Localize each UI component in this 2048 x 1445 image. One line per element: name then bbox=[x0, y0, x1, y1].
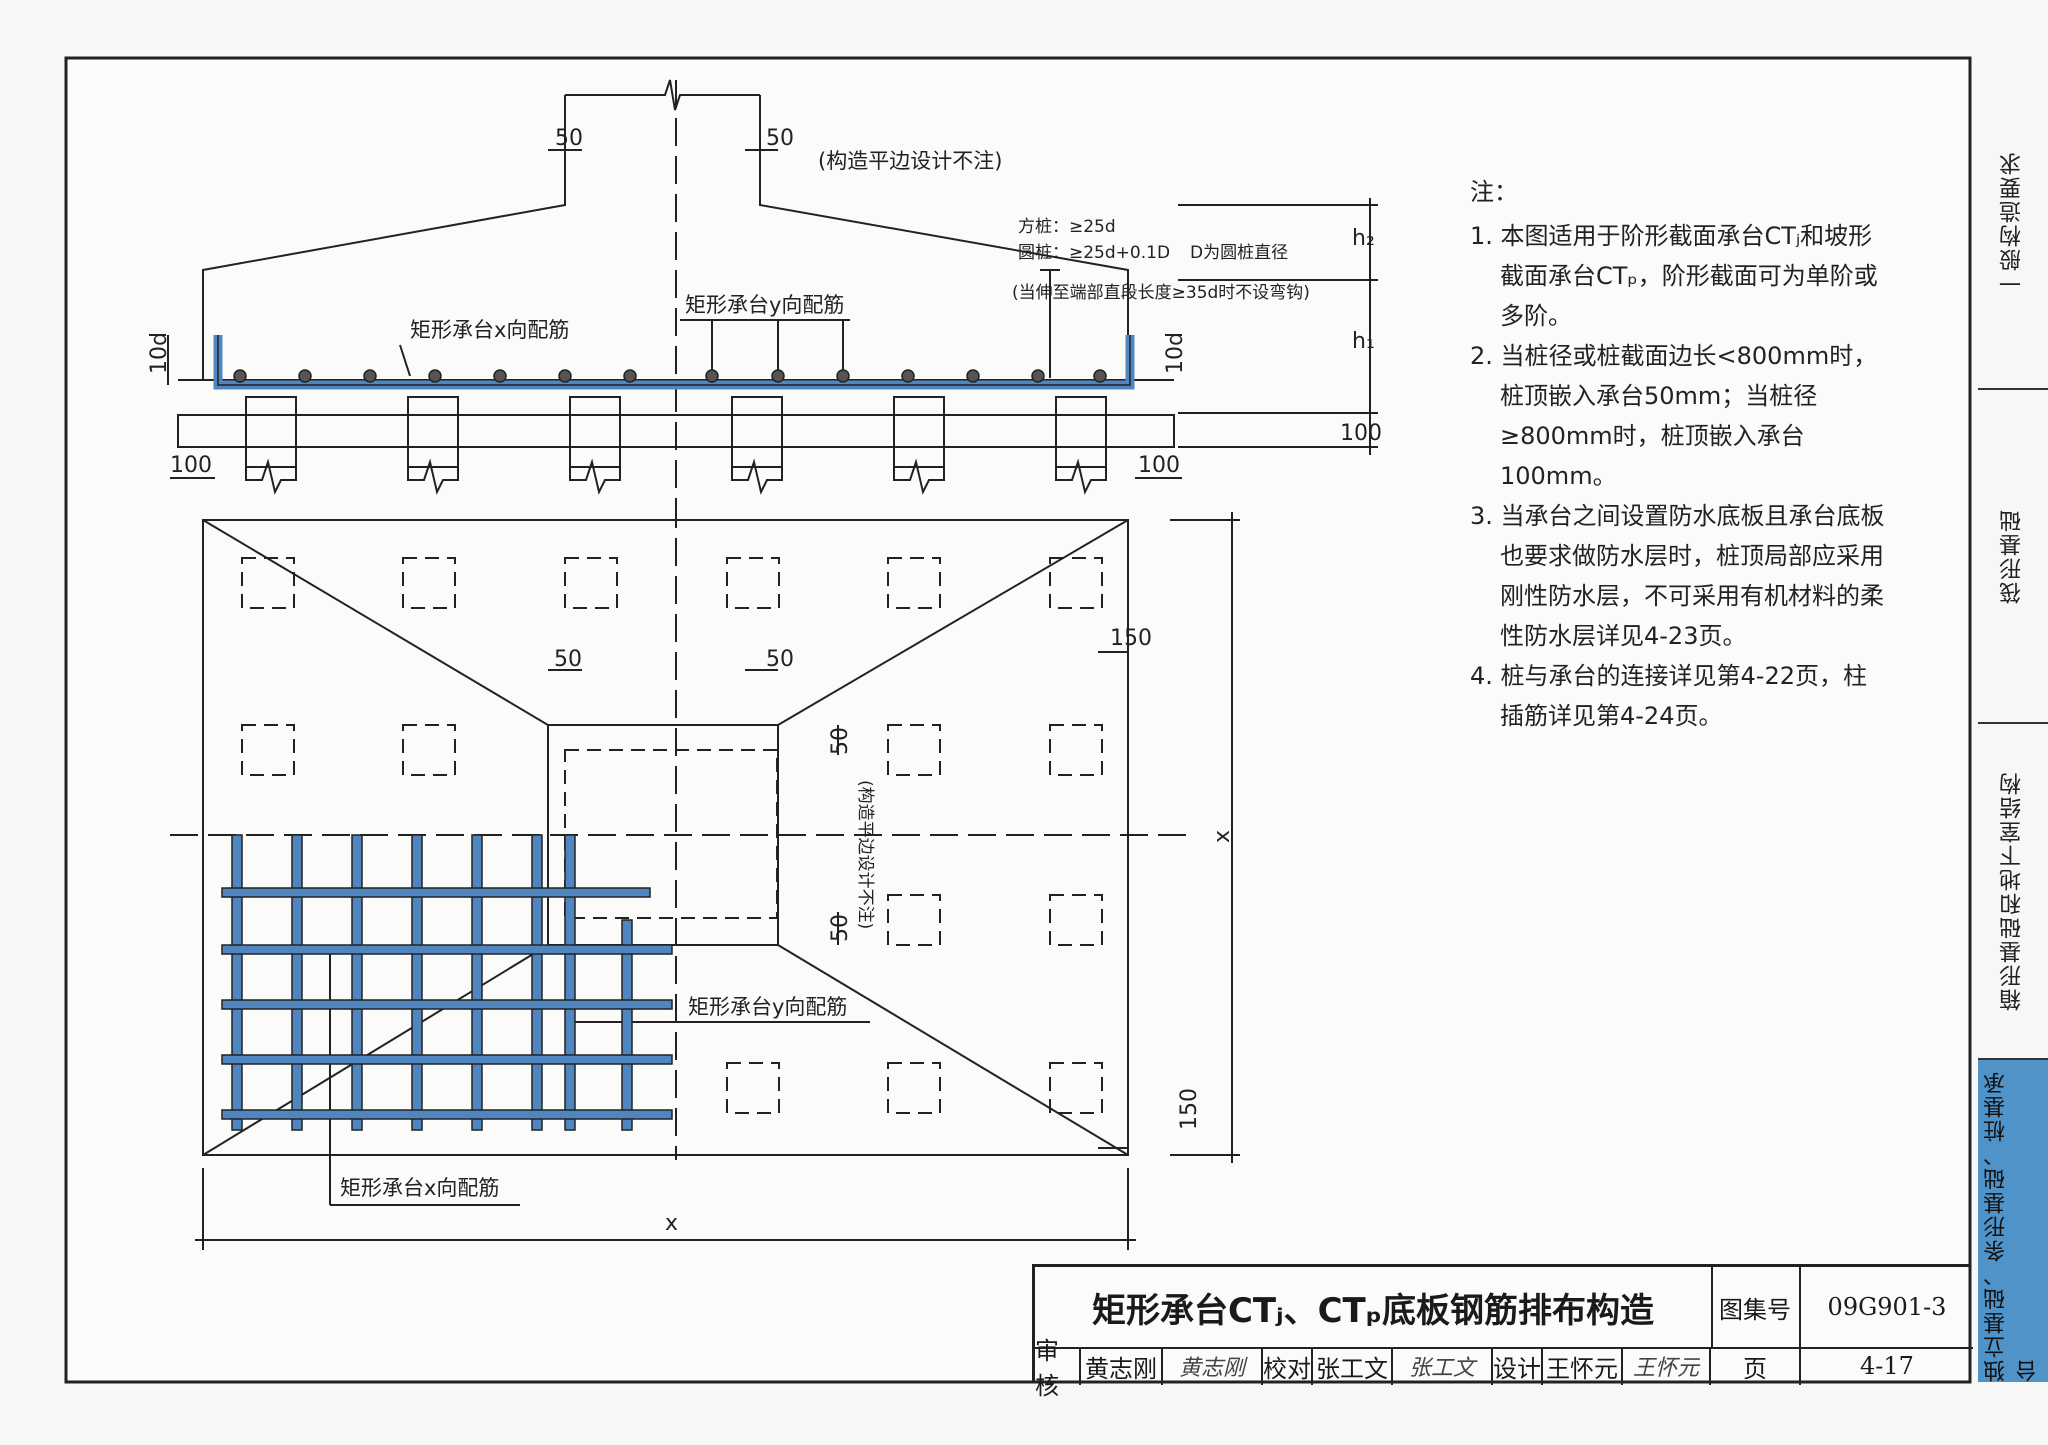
dim-edge-left: 100 bbox=[170, 453, 212, 478]
dim-h1: h₁ bbox=[1352, 329, 1375, 354]
designer-name: 王怀元 bbox=[1543, 1347, 1623, 1385]
tab-general[interactable]: 一般构造要求 bbox=[1978, 58, 2048, 390]
reviewer-signature: 黄志刚 bbox=[1163, 1347, 1263, 1385]
page-label: 页 bbox=[1711, 1347, 1801, 1385]
column-break bbox=[565, 79, 760, 111]
drawing-title: 矩形承台CTⱼ、CTₚ底板钢筋排布构造 bbox=[1035, 1267, 1713, 1347]
y-rebar-dots bbox=[233, 369, 1107, 383]
dim-cushion: 100 bbox=[1340, 421, 1382, 446]
check-label: 校对 bbox=[1263, 1347, 1313, 1385]
tab-raft[interactable]: 筏形基础 bbox=[1978, 390, 2048, 724]
plan-edge-top: 150 bbox=[1110, 626, 1152, 651]
notes-block: 注： 1. 本图适用于阶形截面承台CTⱼ和坡形截面承台CTₚ，阶形截面可为单阶或… bbox=[1470, 172, 1890, 736]
label-y-bars-plan: 矩形承台y向配筋 bbox=[688, 995, 847, 1019]
embed-square: 方桩：≥25d bbox=[1018, 217, 1116, 237]
section-view bbox=[167, 79, 1378, 500]
notes-heading: 注： bbox=[1470, 178, 1518, 206]
note-1: 1. 本图适用于阶形截面承台CTⱼ和坡形截面承台CTₚ，阶形截面可为单阶或多阶。 bbox=[1470, 222, 1878, 330]
dim-hook-right: 10d bbox=[1163, 332, 1188, 374]
reviewer-name: 黄志刚 bbox=[1081, 1347, 1163, 1385]
dim-inset-left: 50 bbox=[555, 126, 583, 151]
pile-plan-outlines bbox=[241, 557, 1103, 1114]
label-x-bars-section: 矩形承台x向配筋 bbox=[410, 318, 569, 342]
designer-signature: 王怀元 bbox=[1623, 1347, 1711, 1385]
dim-hook-left: 10d bbox=[147, 332, 172, 374]
tab-isolated-active[interactable]: 独立基础、条形基础、桩基承台 bbox=[1978, 1060, 2048, 1382]
plan-edge-bottom: 150 bbox=[1177, 1088, 1202, 1130]
plan-view bbox=[170, 500, 1240, 1250]
dim-h2: h₂ bbox=[1352, 226, 1375, 251]
note-3: 3. 当承台之间设置防水底板且承台底板也要求做防水层时，桩顶局部应采用刚性防水层… bbox=[1470, 502, 1885, 650]
plan-x-bottom: x bbox=[665, 1211, 678, 1236]
checker-signature: 张工文 bbox=[1393, 1347, 1493, 1385]
checker-name: 张工文 bbox=[1313, 1347, 1393, 1385]
embed-round: 圆桩：≥25d+0.1D bbox=[1018, 243, 1170, 263]
note-2: 2. 当桩径或桩截面边长<800mm时，桩顶嵌入承台50mm；当桩径≥800mm… bbox=[1470, 342, 1878, 490]
title-block: 矩形承台CTⱼ、CTₚ底板钢筋排布构造 图集号 09G901-3 审核 黄志刚 … bbox=[1032, 1264, 1973, 1400]
note-inset-section: (构造平边设计不注) bbox=[818, 149, 1002, 173]
dim-inset-right: 50 bbox=[766, 126, 794, 151]
dim-edge-right: 100 bbox=[1138, 453, 1180, 478]
leader-x-section bbox=[399, 344, 411, 377]
sheet-frame bbox=[64, 56, 1972, 1384]
page-number: 4-17 bbox=[1860, 1352, 1914, 1380]
plan-inset-left: 50 bbox=[554, 647, 582, 672]
plan-col-bottom: 50 bbox=[828, 914, 853, 942]
review-label: 审核 bbox=[1035, 1337, 1081, 1400]
label-y-bars-section: 矩形承台y向配筋 bbox=[685, 293, 844, 317]
rebar-mesh bbox=[221, 834, 673, 1131]
hook-note: (当伸至端部直段长度≥35d时不设弯钩) bbox=[1012, 283, 1310, 303]
note-4: 4. 桩与承台的连接详见第4-22页，柱插筋详见第4-24页。 bbox=[1470, 662, 1867, 730]
cap-plan-outline bbox=[202, 519, 1129, 1156]
tab-box[interactable]: 箱形基础和地下室结构 bbox=[1978, 724, 2048, 1060]
design-label: 设计 bbox=[1493, 1347, 1543, 1385]
atlas-label: 图集号 bbox=[1711, 1267, 1801, 1347]
cushion-layer bbox=[177, 414, 1175, 448]
plan-x-side: x bbox=[1210, 830, 1235, 843]
plan-col-top: 50 bbox=[828, 727, 853, 755]
label-x-bars-plan: 矩形承台x向配筋 bbox=[340, 1176, 499, 1200]
chapter-tabs: 一般构造要求 筏形基础 箱形基础和地下室结构 独立基础、条形基础、桩基承台 bbox=[1978, 58, 2048, 1382]
embed-d-note: D为圆桩直径 bbox=[1190, 243, 1288, 263]
piles-section bbox=[245, 396, 1107, 495]
atlas-number: 09G901-3 bbox=[1827, 1293, 1947, 1321]
plan-inset-right: 50 bbox=[766, 647, 794, 672]
plan-col-note: (构造平边设计不注) bbox=[855, 780, 875, 929]
